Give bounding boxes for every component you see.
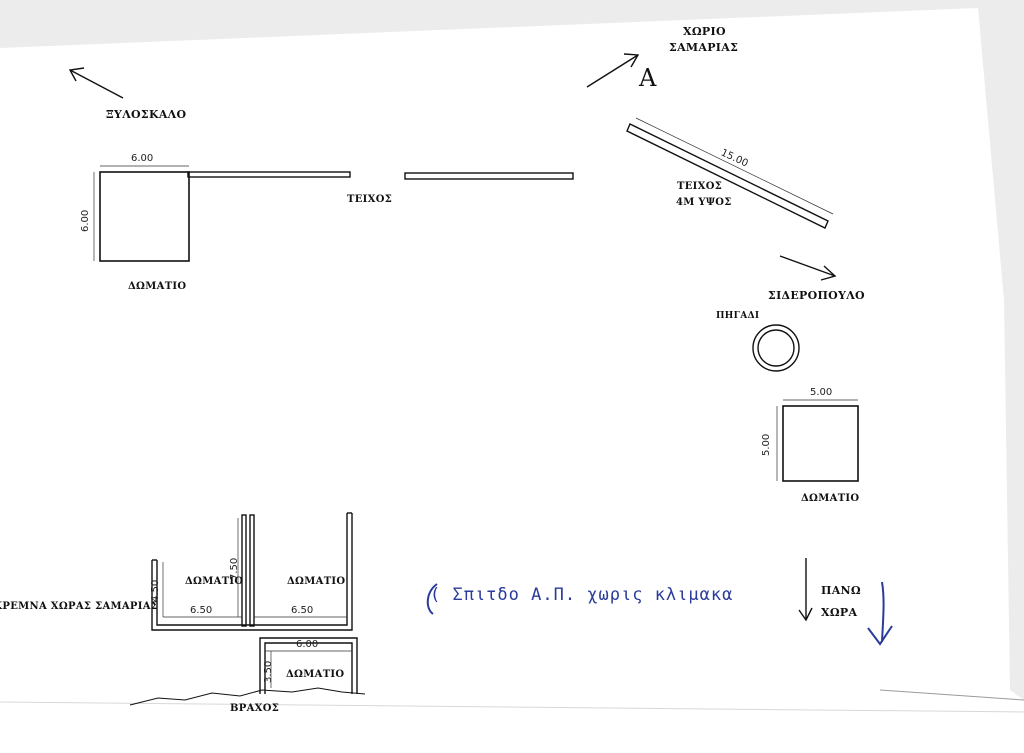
arrow-se-icon [779, 255, 837, 281]
label-room-2: ΔΩΜΑΤΙΟ [801, 493, 860, 504]
label-upper-2: ΧΩΡΑ [821, 606, 858, 619]
label-gate: ΣΙΔΕΡΟΠΟΥΛΟ [768, 289, 865, 302]
label-wall-2-line1: ΤΕΙΧΟΣ [677, 181, 723, 192]
dim-section3-height: 3.50 [263, 660, 274, 683]
dim-room1-width: 6.00 [131, 153, 154, 164]
label-rock: ΒΡΑΧΟΣ [230, 703, 280, 714]
dim-section2-height: 7.50 [229, 557, 240, 580]
label-cliff: ΓΚΡΕΜΝΑ ΧΩΡΑΣ ΣΑΜΑΡΙΑΣ [0, 601, 159, 612]
label-xyloskalo: ΞΥΛΟΣΚΑΛΟ [106, 108, 187, 121]
dim-section1-width: 6.50 [190, 605, 213, 616]
label-room-1: ΔΩΜΑΤΙΟ [128, 281, 187, 292]
arrow-down-icon [798, 558, 813, 622]
room-2-outline [782, 405, 859, 482]
label-wall-2-line2: 4Μ ΥΨΟΣ [676, 197, 732, 208]
arrow-nw-icon [68, 67, 124, 99]
paper-sheet [0, 8, 1024, 753]
label-room-5: ΔΩΜΑΤΙΟ [286, 669, 345, 680]
label-room-3: ΔΩΜΑΤΙΟ [185, 576, 244, 587]
handwritten-note: ( Σπιτδο Α.Π. χωρις κλιμακα [430, 585, 734, 605]
well-icon [752, 324, 800, 372]
label-village-1: ΧΩΡΙΟ [683, 25, 726, 38]
section-elevation [129, 512, 366, 706]
label-well: ΠΗΓΑΔΙ [716, 311, 760, 321]
room-1-outline [99, 171, 190, 262]
dim-room2-height: 5.00 [761, 433, 772, 456]
label-room-4: ΔΩΜΑΤΙΟ [287, 576, 346, 587]
dim-room1-height: 6.00 [80, 209, 91, 232]
dim-section1-height: 4.50 [150, 579, 161, 602]
dim-section2-width: 6.50 [291, 605, 314, 616]
dim-section3-width: 6.00 [296, 639, 319, 650]
arrow-ne-icon [586, 53, 640, 88]
rock-line [129, 687, 366, 706]
diagonal-wall [626, 123, 829, 229]
dim-room2-width: 5.00 [810, 387, 833, 398]
label-village-2: ΣΑΜΑΡΙΑΣ [669, 41, 739, 54]
handwritten-arrow-down-icon [867, 581, 893, 646]
wall-strip-2 [404, 172, 574, 180]
label-upper-1: ΠΑΝΩ [821, 584, 861, 597]
label-wall: ΤΕΙΧΟΣ [347, 194, 393, 205]
wall-strip-1 [187, 171, 351, 178]
label-point-a: A [639, 64, 657, 92]
